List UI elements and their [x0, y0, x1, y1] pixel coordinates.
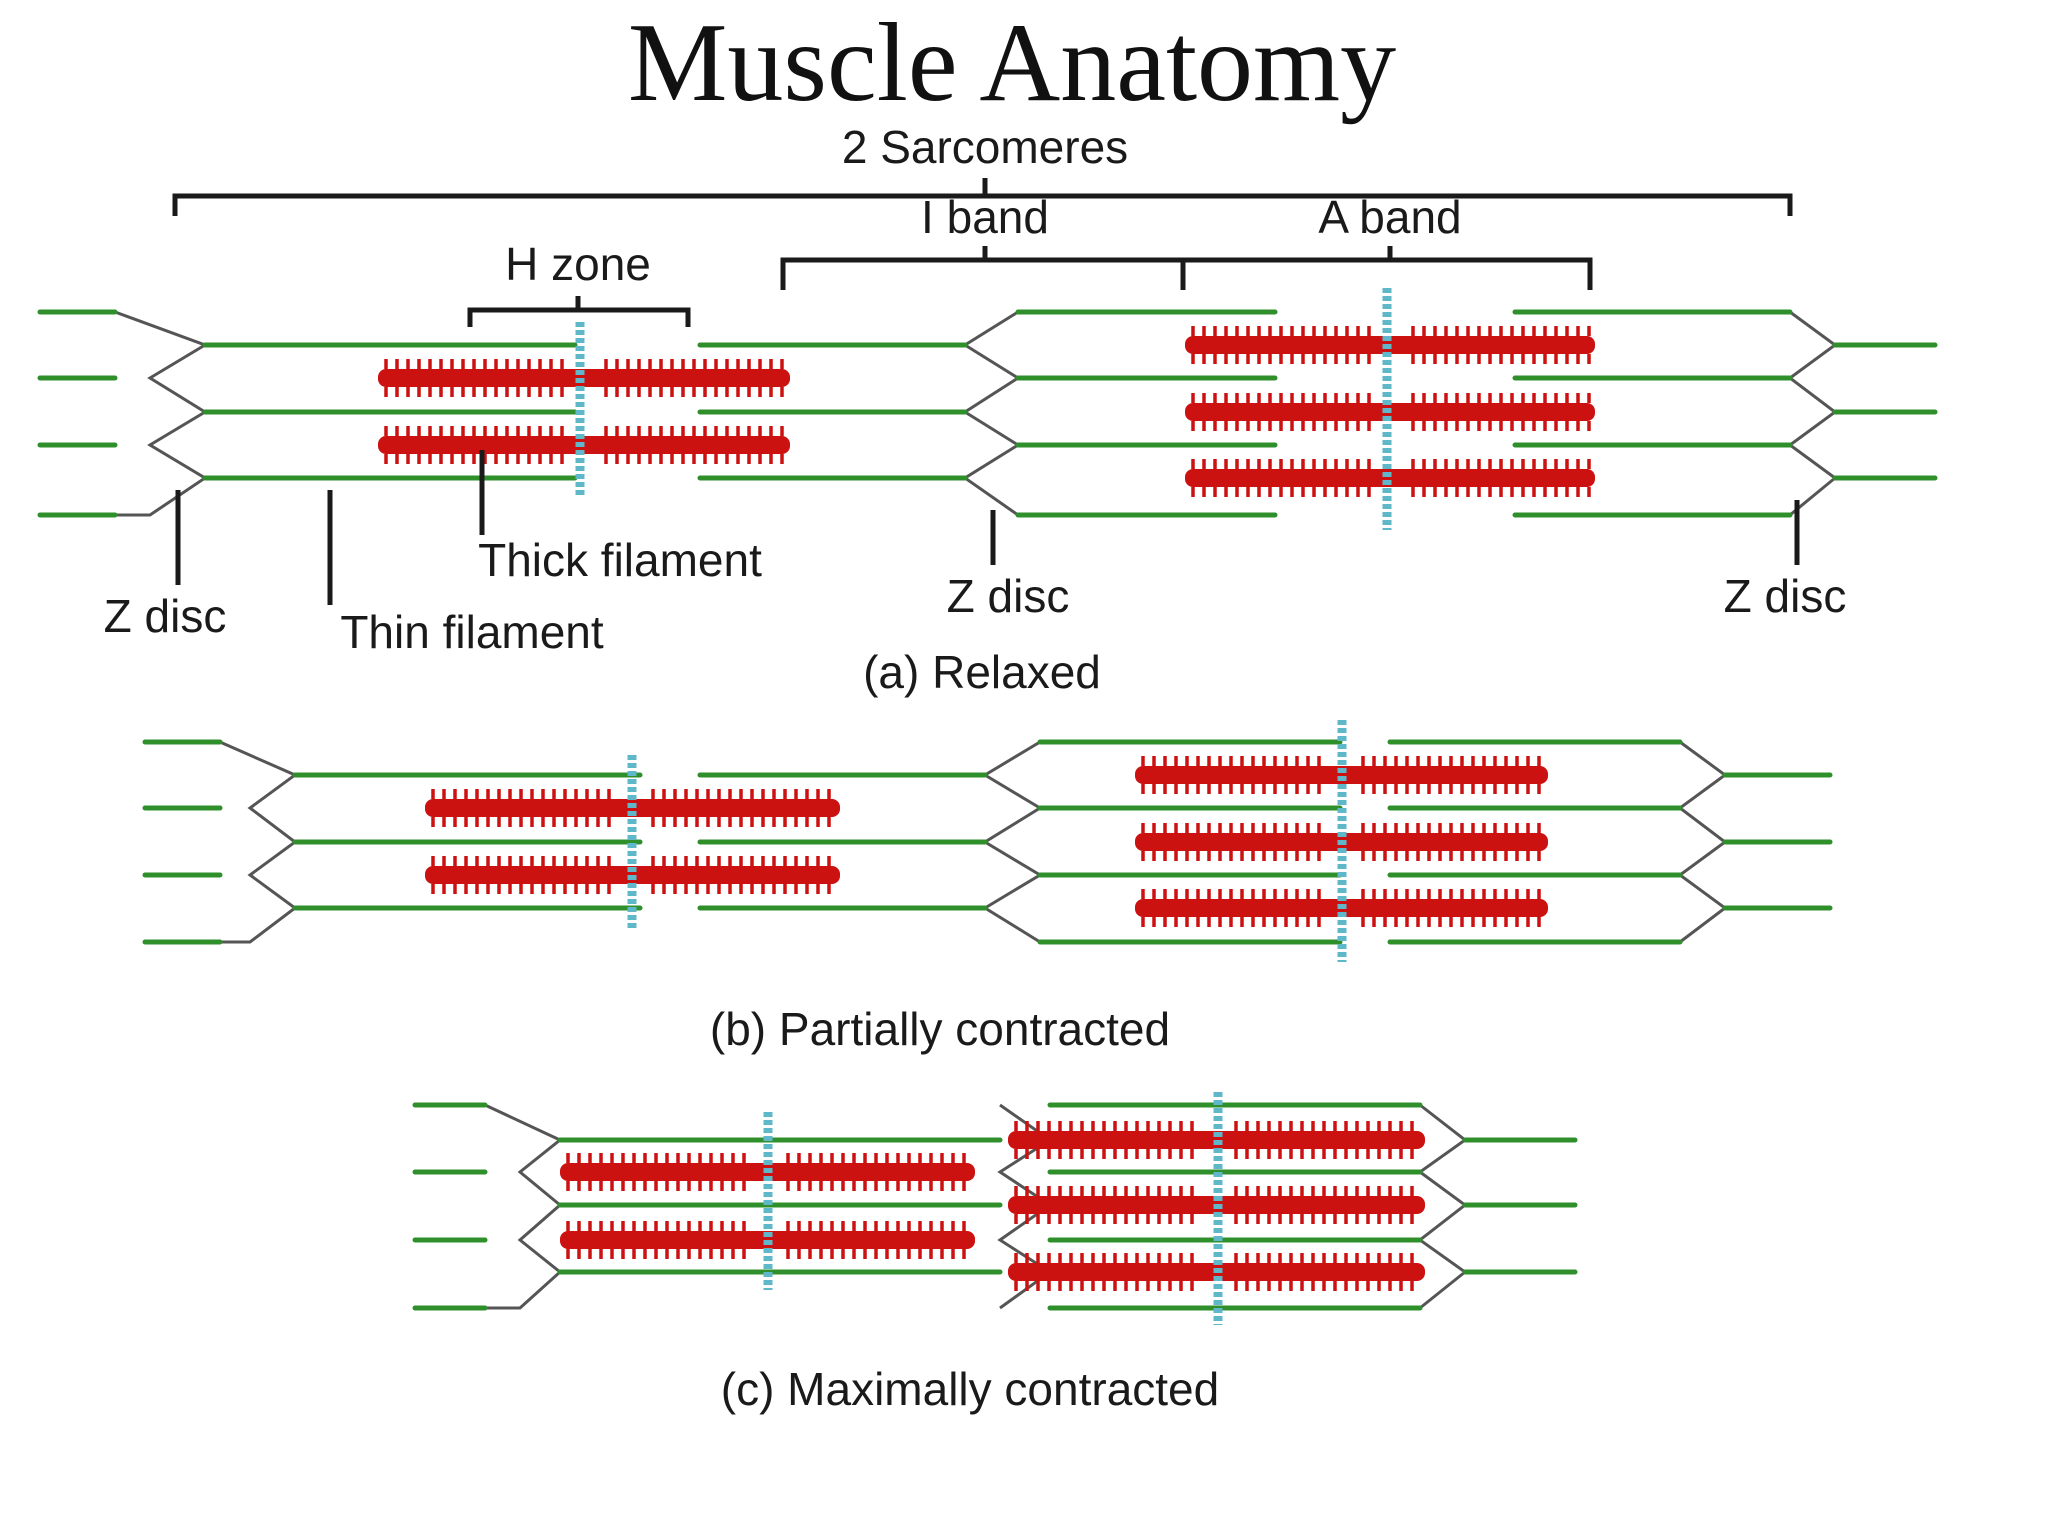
myosin-heads — [384, 426, 784, 464]
z-disc-line — [219, 740, 298, 944]
page-title: Muscle Anatomy — [628, 1, 1396, 125]
thick-filament — [1135, 766, 1548, 784]
myosin-heads — [1141, 823, 1541, 861]
z-disc-line — [114, 310, 209, 517]
myosin-heads — [1014, 1253, 1414, 1291]
z-disc-line — [1787, 310, 1838, 517]
i-band-a-band-bracket — [780, 246, 1593, 290]
z-disc-label-left: Z disc — [104, 590, 227, 642]
z-disc-line — [1677, 740, 1728, 944]
sarcomere-art-relaxed — [37, 288, 1938, 530]
myosin-heads — [431, 856, 831, 894]
h-zone-label: H zone — [505, 238, 651, 290]
myosin-heads — [566, 1221, 966, 1259]
myosin-heads — [1014, 1121, 1414, 1159]
myosin-heads — [1191, 393, 1591, 431]
thick-filament — [1185, 469, 1595, 487]
z-disc-line — [962, 310, 1021, 517]
myosin-heads — [1141, 889, 1541, 927]
thick-filament-label: Thick filament — [478, 534, 762, 586]
myosin-heads — [1141, 756, 1541, 794]
panel-caption-maximally-contracted: (c) Maximally contracted — [721, 1363, 1219, 1415]
panel-caption-relaxed: (a) Relaxed — [863, 646, 1101, 698]
myosin-heads — [566, 1153, 966, 1191]
i-band-label: I band — [921, 191, 1049, 243]
z-disc-line — [1417, 1103, 1468, 1310]
z-disc-label-middle: Z disc — [947, 570, 1070, 622]
thin-filament-label: Thin filament — [340, 606, 604, 658]
h-zone-bracket — [467, 296, 691, 327]
sarcomere-art-partially-contracted — [142, 720, 1833, 962]
z-disc-line — [982, 740, 1043, 944]
panel-relaxed: 2 Sarcomeres I band A band H zone Z disc… — [37, 121, 1938, 698]
two-sarcomeres-label: 2 Sarcomeres — [842, 121, 1128, 173]
z-disc-line — [484, 1103, 563, 1310]
panel-partially-contracted: (b) Partially contracted — [142, 720, 1833, 1055]
panel-maximally-contracted: (c) Maximally contracted — [412, 1092, 1578, 1415]
myosin-heads — [1191, 459, 1591, 497]
panel-caption-partially-contracted: (b) Partially contracted — [710, 1003, 1170, 1055]
myosin-heads — [1014, 1186, 1414, 1224]
z-disc-label-right: Z disc — [1724, 570, 1847, 622]
two-sarcomeres-bracket — [172, 178, 1793, 216]
a-band-label: A band — [1318, 191, 1461, 243]
myosin-heads — [1191, 326, 1591, 364]
sarcomere-art-maximally-contracted — [412, 1092, 1578, 1325]
myosin-heads — [431, 789, 831, 827]
myosin-heads — [384, 359, 784, 397]
